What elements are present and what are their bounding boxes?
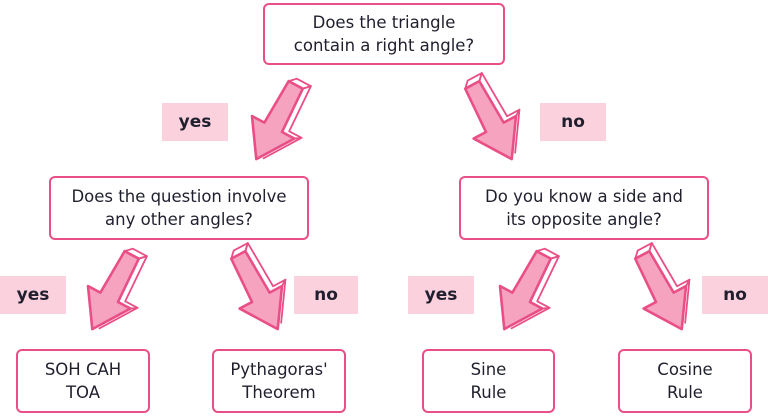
node-cosine-rule: Cosine Rule <box>618 349 752 413</box>
label-side-yes: yes <box>408 276 474 314</box>
node-other-angles-question: Does the question involve any other angl… <box>49 176 309 240</box>
arrow-other-no <box>212 234 306 342</box>
arrow-side-yes <box>481 237 575 345</box>
arrow-root-no <box>446 64 540 172</box>
node-right-angle-question: Does the triangle contain a right angle? <box>263 3 505 65</box>
label-other-yes: yes <box>0 276 66 314</box>
node-sine-rule: Sine Rule <box>422 349 555 413</box>
node-side-opposite-question: Do you know a side and its opposite angl… <box>459 176 709 240</box>
label-other-no: no <box>294 276 358 314</box>
arrow-other-yes <box>69 237 163 345</box>
node-soh-cah-toa: SOH CAH TOA <box>16 349 150 413</box>
label-root-yes: yes <box>162 103 228 141</box>
node-pythagoras-theorem: Pythagoras' Theorem <box>212 349 346 413</box>
arrow-root-yes <box>233 67 327 175</box>
label-side-no: no <box>702 276 768 314</box>
arrow-side-no <box>616 234 710 342</box>
label-root-no: no <box>540 103 606 141</box>
